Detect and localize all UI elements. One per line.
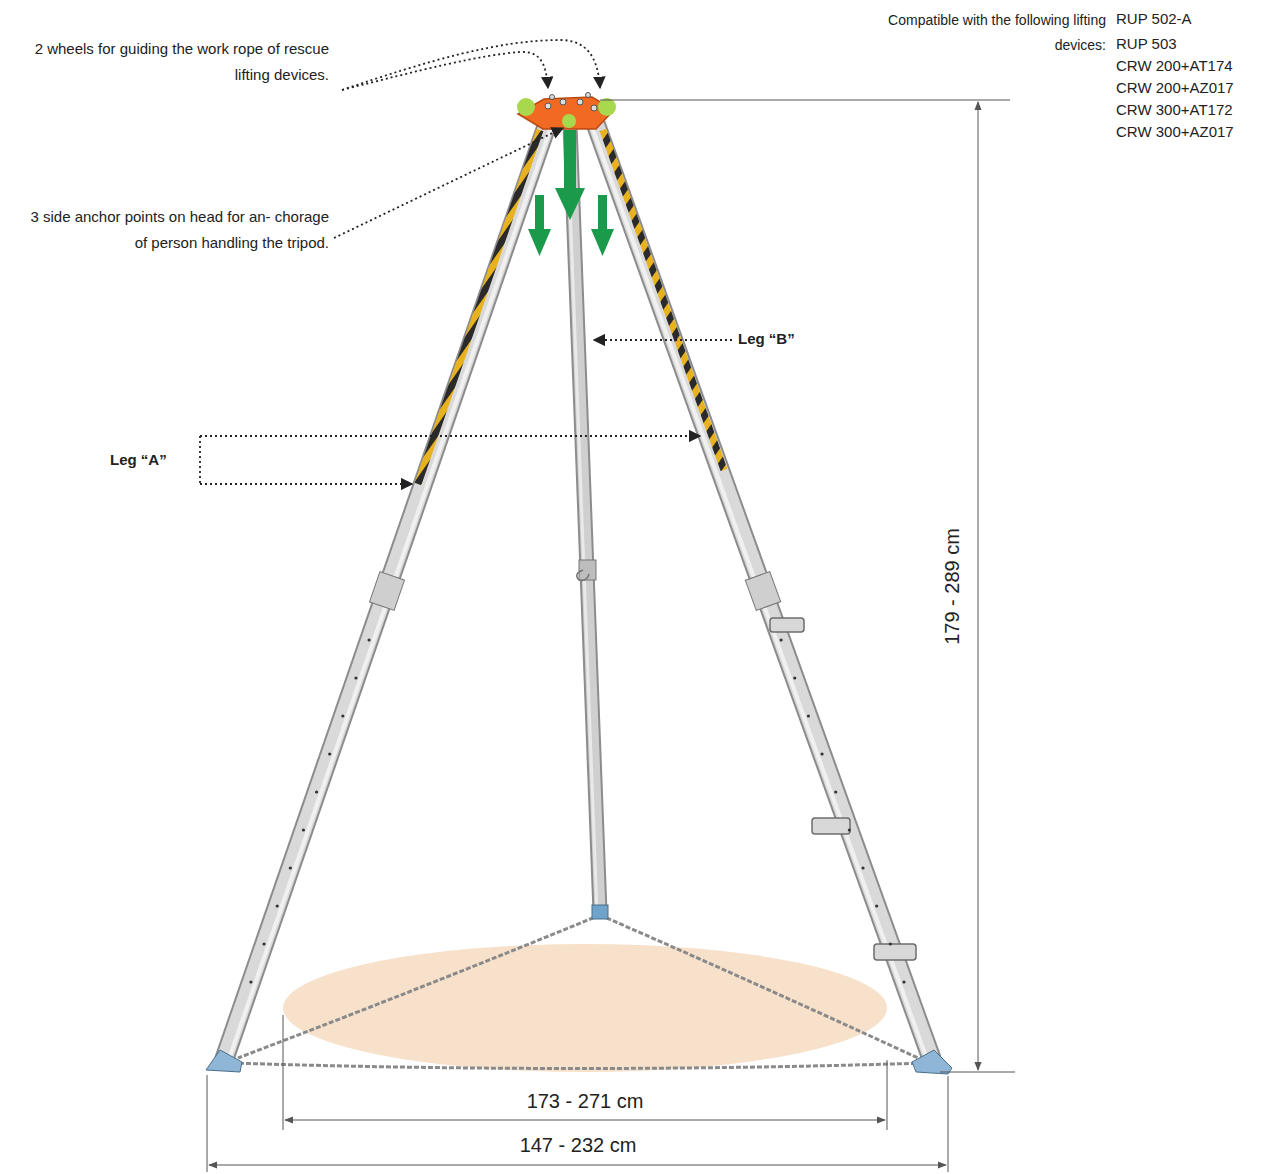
footprint-area (283, 944, 887, 1072)
adjustment-hole (289, 866, 292, 869)
leg-clamp (745, 572, 780, 611)
device-name: CRW 200+AT174 (1116, 57, 1233, 76)
dimension-label: 173 - 271 cm (527, 1089, 644, 1114)
part-name: Leg “A” (110, 451, 167, 470)
adjustment-hole (302, 828, 305, 831)
device-name: RUP 502-A (1116, 10, 1192, 29)
adjustment-hole (315, 790, 318, 793)
adjustment-hole (367, 638, 370, 641)
adjustment-hole (834, 790, 837, 793)
device-name: CRW 300+AT172 (1116, 101, 1233, 120)
callout-note: 2 wheels for guiding the work rope of re… (27, 36, 329, 88)
adjustment-hole (354, 676, 357, 679)
adjustment-holes (249, 638, 905, 983)
adjustment-hole (328, 752, 331, 755)
compatibility-note: Compatible with the following lifting de… (868, 8, 1106, 58)
adjustment-hole (848, 828, 851, 831)
adjustment-hole (875, 904, 878, 907)
leg-clamp (369, 572, 404, 611)
adjustment-hole (902, 980, 905, 983)
tripod-head (517, 93, 616, 130)
step-rung (770, 618, 916, 960)
device-name: CRW 200+AZ017 (1116, 79, 1234, 98)
load-arrow (528, 130, 614, 256)
adjustment-hole (780, 638, 783, 641)
foot (912, 1050, 952, 1074)
leg-a-right (591, 122, 952, 1074)
adjustment-hole (861, 866, 864, 869)
leader-line (200, 40, 732, 484)
dimension-line (207, 100, 1015, 1172)
adjustment-hole (793, 676, 796, 679)
foot (592, 905, 608, 919)
adjustment-hole (341, 714, 344, 717)
anchor-point (562, 114, 576, 128)
dimension-label: 179 - 289 cm (939, 528, 964, 645)
guide-wheel (598, 98, 616, 116)
device-name: RUP 503 (1116, 35, 1177, 54)
chain (232, 915, 925, 1069)
part-name: Leg “B” (738, 330, 795, 349)
leg-a-left (206, 122, 552, 1072)
adjustment-hole (276, 904, 279, 907)
dimension-label: 147 - 232 cm (520, 1133, 637, 1158)
adjustment-hole (889, 942, 892, 945)
adjustment-hole (249, 980, 252, 983)
device-name: CRW 300+AZ017 (1116, 123, 1234, 142)
adjustment-hole (820, 752, 823, 755)
foot (206, 1050, 242, 1072)
guide-wheel (517, 98, 535, 116)
adjustment-hole (262, 942, 265, 945)
adjustment-hole (807, 714, 810, 717)
callout-note: 3 side anchor points on head for an- cho… (27, 204, 329, 256)
